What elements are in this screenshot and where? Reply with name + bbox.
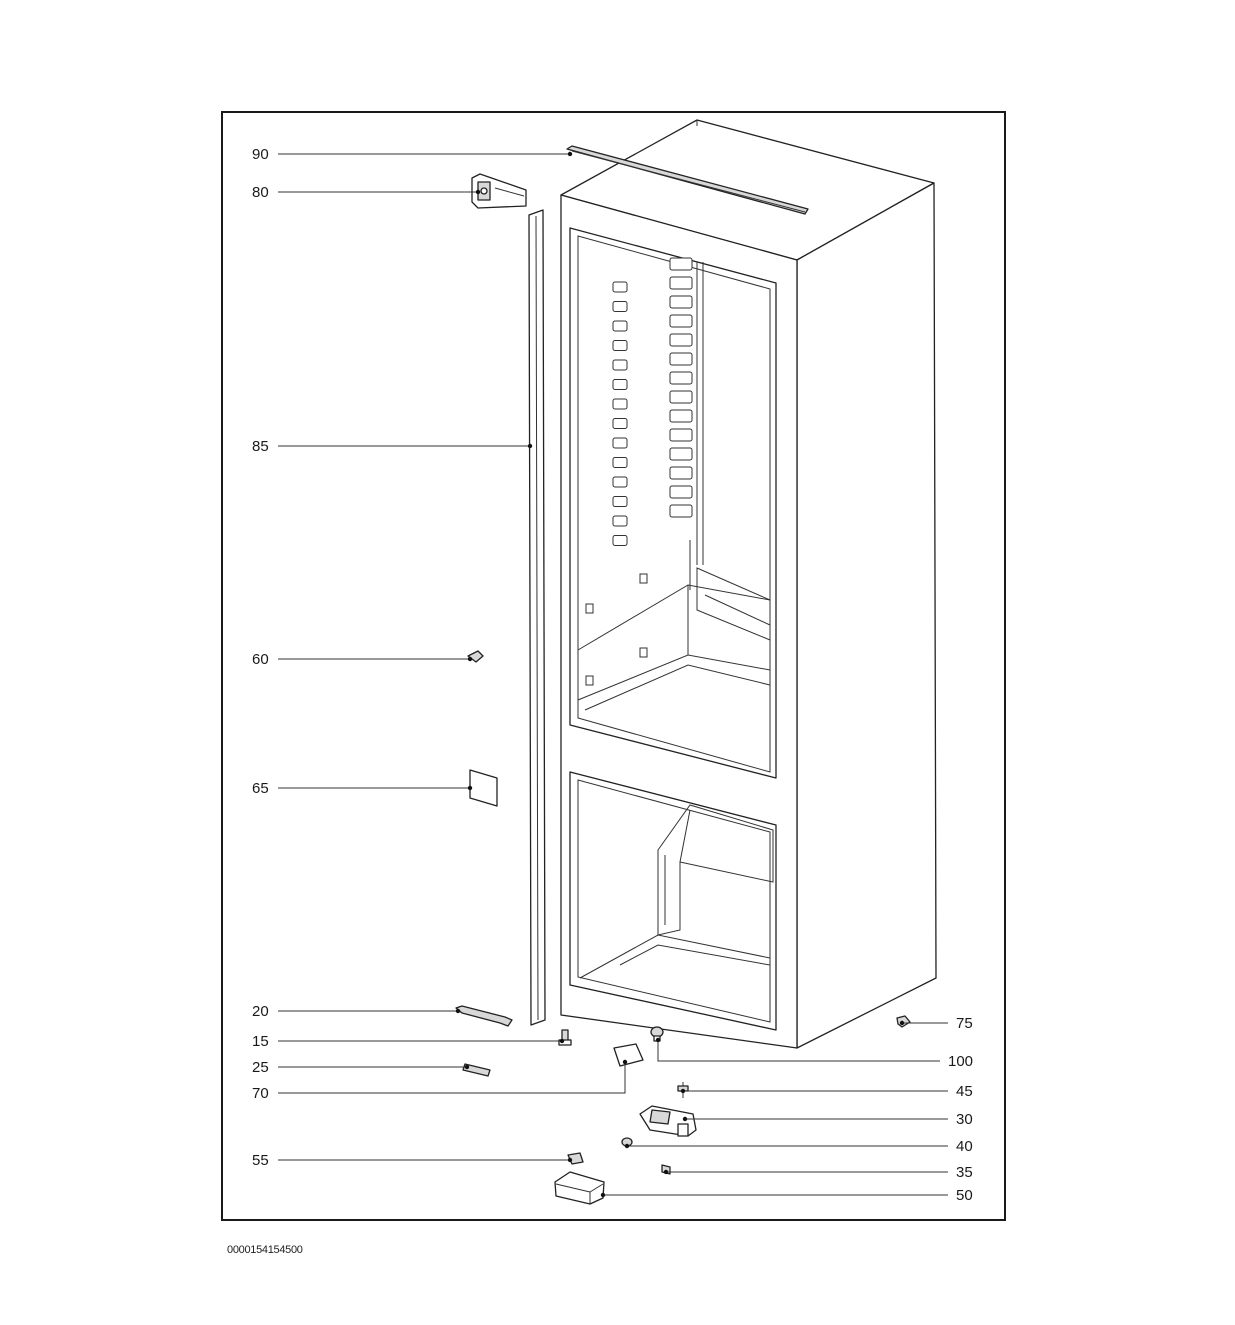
callout-45: 45 (956, 1083, 973, 1100)
callout-35: 35 (956, 1164, 973, 1181)
shelf-slot (612, 437, 628, 449)
shelf-slot (669, 352, 693, 366)
part-30-hinge (639, 1105, 697, 1137)
shelf-slot (669, 257, 693, 271)
callout-75: 75 (956, 1015, 973, 1032)
shelf-slot (669, 295, 693, 309)
leader-dot-50 (600, 1192, 606, 1198)
callout-30: 30 (956, 1111, 973, 1128)
shelf-slot (669, 466, 693, 480)
part-70-cover (613, 1043, 644, 1067)
shelf-slot (612, 340, 628, 351)
leader-line-100 (657, 1040, 940, 1062)
shelf-slot (669, 333, 693, 347)
leader-dot-30 (682, 1116, 688, 1122)
shelf-slot (669, 504, 693, 518)
callout-25: 25 (252, 1059, 269, 1076)
shelf-slot (612, 457, 628, 468)
callout-80: 80 (252, 184, 269, 201)
callout-60: 60 (252, 651, 269, 668)
freezer-compartment (569, 771, 777, 1031)
shelf-slot (669, 485, 693, 499)
shelf-slot (612, 476, 628, 488)
part-25-spring (462, 1063, 491, 1077)
shelf-slot (612, 379, 628, 390)
callout-50: 50 (956, 1187, 973, 1204)
callout-70: 70 (252, 1085, 269, 1102)
callout-20: 20 (252, 1003, 269, 1020)
shelf-slot (669, 428, 693, 442)
callout-15: 15 (252, 1033, 269, 1050)
part-20-wrench (455, 1005, 513, 1027)
shelf-slot (612, 320, 628, 332)
part-15-bolt (558, 1029, 572, 1046)
part-60-clip (467, 650, 484, 663)
callout-90: 90 (252, 146, 269, 163)
part-85-strip (528, 209, 546, 1026)
diagram-frame (221, 111, 1006, 1221)
part-65-plate (469, 769, 498, 807)
shelf-slots-right (669, 257, 693, 518)
leader-dot-15 (559, 1038, 565, 1044)
shelf-slot (669, 314, 693, 328)
shelf-slot (612, 496, 628, 507)
shelf-slot (612, 281, 628, 293)
leader-dot-40 (624, 1143, 630, 1149)
leader-dot-45 (680, 1088, 686, 1094)
shelf-slot (669, 447, 693, 461)
callout-100: 100 (948, 1053, 973, 1070)
leader-dot-65 (467, 785, 473, 791)
shelf-slot (612, 359, 628, 371)
leader-dot-55 (567, 1157, 573, 1163)
shelf-slot (612, 535, 628, 546)
shelf-slot (612, 301, 628, 312)
part-90-top-rail (566, 145, 809, 215)
shelf-slot (612, 515, 628, 527)
leader-dot-35 (663, 1169, 669, 1175)
shelf-slot (669, 371, 693, 385)
shelf-slot (612, 418, 628, 429)
leader-dot-20 (455, 1008, 461, 1014)
callout-40: 40 (956, 1138, 973, 1155)
leader-dot-90 (567, 151, 573, 157)
leader-line-70 (278, 1062, 626, 1094)
callout-55: 55 (252, 1152, 269, 1169)
leader-dot-25 (464, 1064, 470, 1070)
shelf-slot (669, 409, 693, 423)
document-number: 0000154154500 (227, 1244, 303, 1256)
fridge-compartment (569, 227, 777, 779)
leader-dot-80 (475, 189, 481, 195)
part-80-hinge (471, 173, 527, 209)
leader-dot-85 (527, 443, 533, 449)
leader-dot-70 (622, 1059, 628, 1065)
shelf-slot (669, 276, 693, 290)
shelf-slot (669, 390, 693, 404)
callout-layer (278, 151, 948, 1198)
part-50-foot-cover (554, 1171, 605, 1205)
leader-dot-75 (899, 1020, 905, 1026)
shelf-slots-left (612, 281, 628, 546)
leader-dot-100 (655, 1037, 661, 1043)
shelf-slot (612, 398, 628, 410)
callout-85: 85 (252, 438, 269, 455)
leader-dot-60 (467, 656, 473, 662)
callout-65: 65 (252, 780, 269, 797)
